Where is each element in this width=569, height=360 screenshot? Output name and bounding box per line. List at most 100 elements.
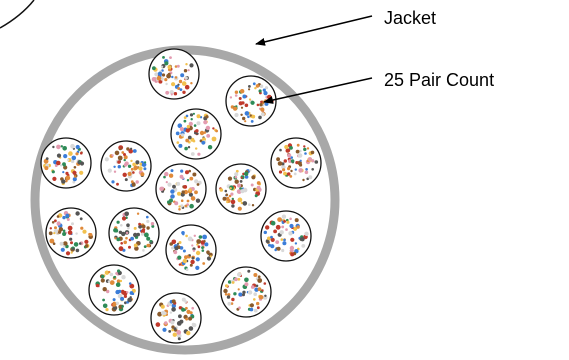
- wire-dot: [164, 321, 168, 325]
- wire-dot: [189, 263, 193, 267]
- wire-dot: [60, 145, 63, 148]
- wire-dot: [73, 166, 77, 169]
- wire-dot: [252, 82, 256, 86]
- wire-dot: [270, 220, 276, 226]
- wire-dot: [169, 56, 172, 59]
- wire-dot: [144, 161, 147, 164]
- wire-dot: [132, 162, 136, 167]
- wire-dot: [182, 233, 185, 236]
- wire-dot: [56, 153, 62, 158]
- wire-dot: [142, 249, 145, 252]
- wire-dot: [286, 172, 291, 176]
- wire-dot: [184, 255, 188, 260]
- wire-dot: [178, 306, 183, 310]
- wire-dot: [195, 198, 201, 203]
- pair-bundle: [270, 137, 322, 189]
- wire-dot: [173, 327, 177, 331]
- wire-dot: [289, 223, 294, 229]
- wire-dot: [259, 103, 263, 107]
- wire-dot: [173, 92, 178, 96]
- wire-dot: [249, 169, 252, 172]
- wire-dot: [146, 236, 151, 241]
- wire-dot: [109, 280, 115, 285]
- wire-dot: [247, 115, 250, 119]
- wire-dot: [127, 171, 132, 176]
- wire-dot: [132, 171, 135, 174]
- wire-dot: [227, 293, 231, 297]
- wire-dot: [244, 120, 247, 123]
- wire-dot: [89, 233, 93, 237]
- wire-dot: [117, 269, 121, 273]
- wire-dot: [117, 165, 122, 169]
- wire-dot: [116, 279, 121, 284]
- wire-dot: [196, 243, 199, 246]
- wire-dot: [195, 147, 198, 150]
- wire-dot: [307, 157, 313, 162]
- wire-dot: [159, 186, 164, 191]
- jacket-label: Jacket: [384, 8, 436, 28]
- wire-dot: [256, 306, 260, 310]
- wire-dot: [226, 295, 231, 299]
- wire-dot: [51, 170, 55, 174]
- wire-dot: [251, 204, 255, 207]
- pair-bundle: [215, 163, 267, 215]
- wire-dot: [168, 173, 174, 178]
- wire-dot: [133, 243, 138, 248]
- wire-dot: [185, 170, 189, 175]
- pair-bundle: [170, 108, 222, 160]
- wire-dot: [72, 247, 75, 251]
- wire-dot: [116, 182, 119, 186]
- wire-dot: [102, 303, 108, 309]
- wire-dot: [195, 250, 201, 256]
- wire-dot: [56, 215, 60, 218]
- wire-dot: [297, 153, 303, 158]
- wire-dot: [124, 301, 127, 305]
- wire-dot: [177, 191, 181, 196]
- wire-dot: [183, 189, 188, 195]
- wire-dot: [282, 168, 286, 172]
- wire-dot: [242, 201, 248, 206]
- wire-dot: [311, 168, 315, 171]
- wire-dot: [62, 146, 67, 151]
- wire-dot: [118, 146, 122, 150]
- wire-dot: [72, 170, 77, 175]
- wire-dot: [314, 160, 319, 164]
- wire-dot: [65, 213, 70, 218]
- wire-dot: [44, 166, 49, 171]
- wire-dot: [290, 252, 295, 257]
- wire-dot: [185, 114, 189, 118]
- wire-dot: [84, 244, 89, 248]
- wire-dot: [131, 182, 136, 187]
- wire-dot: [287, 153, 292, 158]
- wire-dot: [75, 211, 80, 216]
- wire-dot: [202, 262, 206, 265]
- wire-dot: [281, 214, 287, 219]
- wire-dot: [70, 159, 75, 164]
- wire-dot: [134, 246, 139, 251]
- wire-dot: [205, 125, 211, 131]
- wire-dot: [124, 178, 128, 182]
- wire-dot: [296, 225, 300, 229]
- wire-dot: [49, 238, 55, 244]
- wire-dot: [141, 224, 146, 229]
- wire-dot: [250, 285, 255, 289]
- wire-dot: [253, 298, 256, 301]
- wire-dot: [254, 194, 258, 198]
- wire-dot: [281, 225, 285, 229]
- wire-dot: [126, 291, 129, 294]
- wire-dot: [248, 203, 251, 206]
- wire-dot: [240, 106, 244, 109]
- wire-dot: [59, 164, 63, 167]
- wire-dot: [229, 187, 232, 190]
- wire-dot: [164, 61, 169, 66]
- wire-dot: [178, 205, 181, 208]
- wire-dot: [244, 171, 249, 176]
- wire-dot: [189, 63, 194, 68]
- wire-dot: [170, 169, 174, 173]
- wire-dot: [174, 246, 179, 251]
- wire-dot: [68, 151, 73, 156]
- wire-dot: [155, 322, 161, 327]
- wire-dot: [256, 185, 261, 190]
- wire-dot: [177, 123, 183, 128]
- wire-dot: [236, 189, 242, 195]
